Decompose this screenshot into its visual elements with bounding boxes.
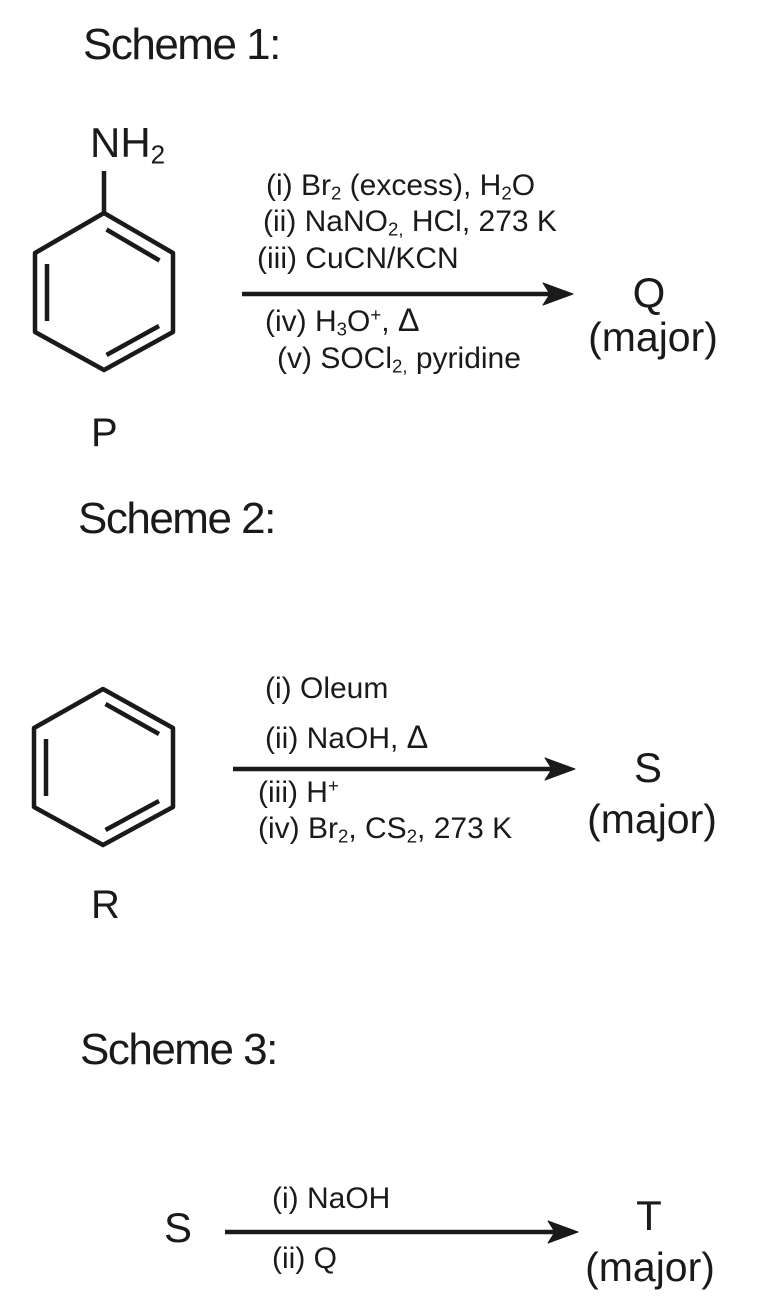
scheme1-reagent-ii: (ii) NaNO2, HCl, 273 K bbox=[263, 205, 557, 240]
double-bond-line bbox=[104, 702, 161, 736]
benzene-hexagon bbox=[32, 210, 176, 373]
scheme2-reagent-iv: (iv) Br2, CS2, 273 K bbox=[258, 812, 513, 847]
reactant-label-R: R bbox=[91, 883, 120, 927]
reactant-label-S: S bbox=[164, 1204, 193, 1251]
scheme3-reagent-ii: (ii) Q bbox=[272, 1242, 337, 1275]
benzene-ring-R bbox=[31, 686, 176, 848]
scheme2-reagent-ii: (ii) NaOH, Δ bbox=[265, 719, 429, 755]
reaction-arrow-scheme1 bbox=[242, 282, 574, 306]
double-bond-line bbox=[105, 227, 161, 263]
scheme2-reagent-i: (i) Oleum bbox=[265, 672, 389, 705]
reactant-label-P: P bbox=[91, 411, 118, 455]
scheme1-reagent-v: (v) SOCl2, pyridine bbox=[277, 342, 521, 377]
product-label-Q: Q bbox=[632, 269, 666, 316]
scheme1-title: Scheme 1: bbox=[83, 20, 281, 69]
arrowhead-icon bbox=[544, 757, 576, 781]
arrowhead-icon bbox=[542, 282, 574, 306]
scheme1-reagent-iv: (iv) H3O+, Δ bbox=[265, 302, 420, 340]
benzene-hexagon bbox=[31, 686, 176, 848]
product-label-S: S bbox=[633, 744, 663, 791]
scheme2-title: Scheme 2: bbox=[78, 494, 276, 543]
scheme3-reagent-i: (i) NaOH bbox=[272, 1182, 391, 1215]
amine-substituent-label: NH2 bbox=[90, 119, 166, 170]
benzene-ring-P bbox=[32, 171, 176, 373]
product-label-T: T bbox=[636, 1192, 662, 1239]
scheme3-title: Scheme 3: bbox=[80, 1025, 278, 1074]
scheme2-reagent-iii: (iii) H+ bbox=[258, 775, 339, 810]
reaction-arrow-scheme3 bbox=[225, 1220, 579, 1244]
scheme1-reagent-i: (i) Br2 (excess), H2O bbox=[266, 169, 536, 204]
product-qualifier-major: (major) bbox=[585, 1244, 715, 1290]
product-qualifier-major: (major) bbox=[588, 314, 718, 360]
reaction-arrow-scheme2 bbox=[233, 757, 576, 781]
double-bond-line bbox=[105, 324, 161, 357]
product-qualifier-major: (major) bbox=[587, 796, 717, 842]
scheme1-reagent-iii: (iii) CuCN/KCN bbox=[257, 242, 459, 275]
arrowhead-icon bbox=[547, 1220, 579, 1244]
double-bond-line bbox=[104, 799, 161, 832]
